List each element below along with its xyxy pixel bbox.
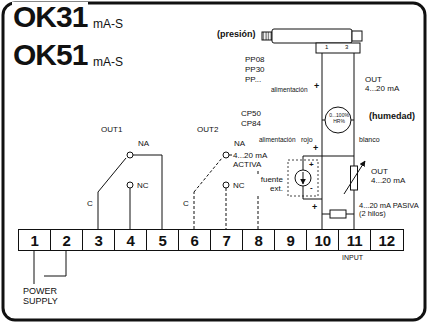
sensor-type: (presión) — [216, 30, 257, 40]
terminal-number: 4 — [127, 233, 135, 248]
terminal-box: 4 — [114, 229, 148, 251]
terminal-box: 11 — [338, 229, 372, 251]
terminal-box: 2 — [50, 229, 84, 251]
terminal-number: 12 — [378, 233, 395, 248]
terminal-number: 1 — [31, 233, 39, 248]
sensor-type: (humedad) — [368, 112, 416, 122]
polarity-sign: + — [311, 203, 318, 213]
terminal-number: 5 — [159, 233, 167, 248]
model-name: OK51 — [12, 40, 88, 70]
terminal-number: 6 — [191, 233, 199, 248]
signal-name: OUT 4...20 mA — [364, 76, 403, 94]
terminal-box: 9 — [274, 229, 308, 251]
frame — [3, 3, 425, 320]
sensor-model: CP50 — [240, 110, 262, 119]
model-suffix: mA-S — [92, 56, 124, 69]
humidity-sensor — [325, 107, 351, 133]
pressure-sensor — [262, 29, 362, 53]
sensor-model: PP... — [244, 76, 262, 85]
contact-name: NC — [136, 182, 150, 191]
terminal-number: 8 — [255, 233, 263, 248]
polarity-sign: + — [313, 82, 320, 92]
contact-name: NC — [232, 182, 246, 191]
polarity-sign: + — [312, 144, 319, 154]
terminal-number: 11 — [347, 233, 363, 248]
power-wires — [34, 251, 66, 284]
wire-color: blanco — [358, 136, 381, 144]
wire-color: rojo — [300, 136, 314, 144]
signal-type: 4...20 mA PASIVA (2 hilos) — [358, 202, 421, 219]
terminal-box: 8 — [242, 229, 276, 251]
terminal-group: INPUT — [341, 254, 364, 262]
polarity-sign: + — [308, 161, 315, 170]
terminal-number: 10 — [314, 233, 331, 248]
sensor-model: PP08 — [244, 56, 266, 65]
terminal-box: 3 — [82, 229, 116, 251]
signal-name: OUT 4...20 mA — [370, 168, 409, 186]
signal-type: 4...20 mA ACTIVA — [232, 152, 271, 170]
terminal-box: 10 — [306, 229, 340, 251]
terminal-number: 9 — [287, 233, 295, 248]
contact-name: NA — [233, 140, 246, 149]
wire-note: alimentación — [258, 136, 297, 143]
terminal-box: 7 — [210, 229, 244, 251]
source-note: fuente ext. — [252, 176, 284, 194]
polarity-sign: - — [309, 184, 314, 193]
pin-number: 1 — [324, 44, 329, 51]
terminal-box: 1 — [18, 229, 52, 251]
model-name: OK31 — [12, 2, 88, 32]
sensor-model: CP84 — [240, 120, 262, 129]
terminal-group: POWER SUPPLY — [22, 287, 66, 307]
contact-name: C — [182, 200, 190, 209]
terminal-box: 12 — [370, 229, 404, 251]
relay-name: OUT2 — [196, 126, 219, 135]
terminal-number: 7 — [223, 233, 231, 248]
model-suffix: mA-S — [92, 18, 124, 31]
wire-note: alimentación — [270, 86, 309, 93]
sensor-model: PP30 — [244, 66, 266, 75]
contact-name: NA — [137, 140, 150, 149]
terminal-box: 6 — [178, 229, 212, 251]
contact-name: C — [86, 200, 94, 209]
external-source-box — [288, 160, 318, 196]
pin-number: 3 — [344, 44, 349, 51]
relay-name: OUT1 — [100, 126, 123, 135]
sensor-range: 0...100% HR% — [327, 113, 351, 124]
terminal-box: 5 — [146, 229, 180, 251]
terminal-number: 3 — [95, 233, 103, 248]
terminal-number: 2 — [63, 233, 71, 248]
